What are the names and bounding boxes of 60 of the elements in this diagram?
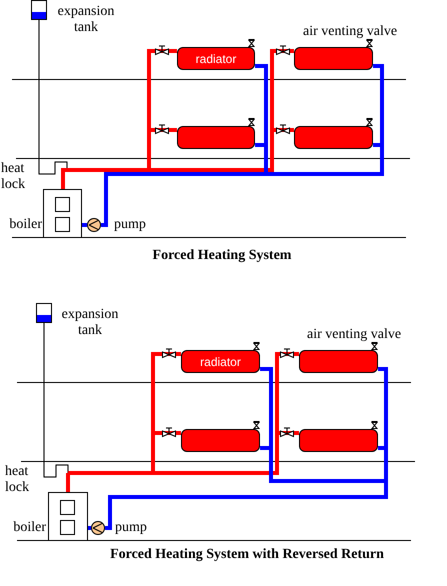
part-label: expansion tank [62, 307, 118, 339]
pipe [147, 49, 177, 130]
radiator [299, 350, 378, 373]
pipe [277, 431, 299, 435]
radiator [181, 429, 260, 452]
pipe [255, 143, 266, 147]
part-label: heat lock [5, 464, 30, 496]
radiator [294, 47, 373, 70]
pipe [66, 473, 70, 492]
pipe [153, 431, 181, 435]
part-label: air venting valve [303, 24, 398, 40]
radiator [177, 47, 255, 70]
radiator [299, 429, 378, 452]
pump-symbol [91, 521, 105, 535]
pipe [260, 446, 271, 450]
part-label: expansion tank [58, 4, 114, 36]
pipe [68, 471, 153, 475]
pipe [44, 322, 68, 478]
pipe [378, 367, 388, 448]
pipe [264, 145, 268, 174]
pipe [149, 130, 274, 172]
pipe [384, 448, 388, 481]
pipe [269, 448, 386, 483]
pump-symbol [87, 218, 101, 232]
pipe [147, 130, 151, 170]
expansion-tank [36, 303, 52, 323]
radiator-label: radiator [200, 354, 241, 368]
part-label: boiler [13, 520, 46, 536]
radiator-label: radiator [196, 52, 236, 66]
pipe [270, 49, 294, 130]
pipe [153, 433, 279, 475]
part-label: heat lock [1, 161, 26, 193]
pipe [105, 481, 388, 530]
bold-label: Forced Heating System [152, 248, 292, 264]
radiator [181, 350, 260, 373]
pipe [101, 172, 266, 227]
pipe [260, 367, 273, 448]
pipe [255, 64, 268, 145]
part-label: pump [115, 520, 147, 536]
bold-label: Forced Heating System with Reversed Return [110, 547, 384, 563]
pipe [373, 64, 384, 145]
pipe [373, 143, 382, 147]
pipe [266, 145, 384, 176]
pipe [275, 352, 299, 433]
part-label: pump [114, 217, 146, 233]
part-label: boiler [9, 217, 42, 233]
boiler [43, 189, 82, 238]
radiator [177, 126, 255, 149]
pipe [67, 168, 149, 172]
part-label: air venting valve [307, 327, 402, 343]
pipe [149, 128, 177, 132]
pipe [378, 446, 386, 450]
pipe [151, 433, 155, 473]
pipe [88, 526, 91, 530]
expansion-tank [31, 0, 47, 20]
radiator [294, 126, 373, 149]
boiler [48, 492, 88, 541]
pipe [82, 223, 87, 227]
pipe [151, 352, 181, 433]
pipe [272, 128, 294, 132]
